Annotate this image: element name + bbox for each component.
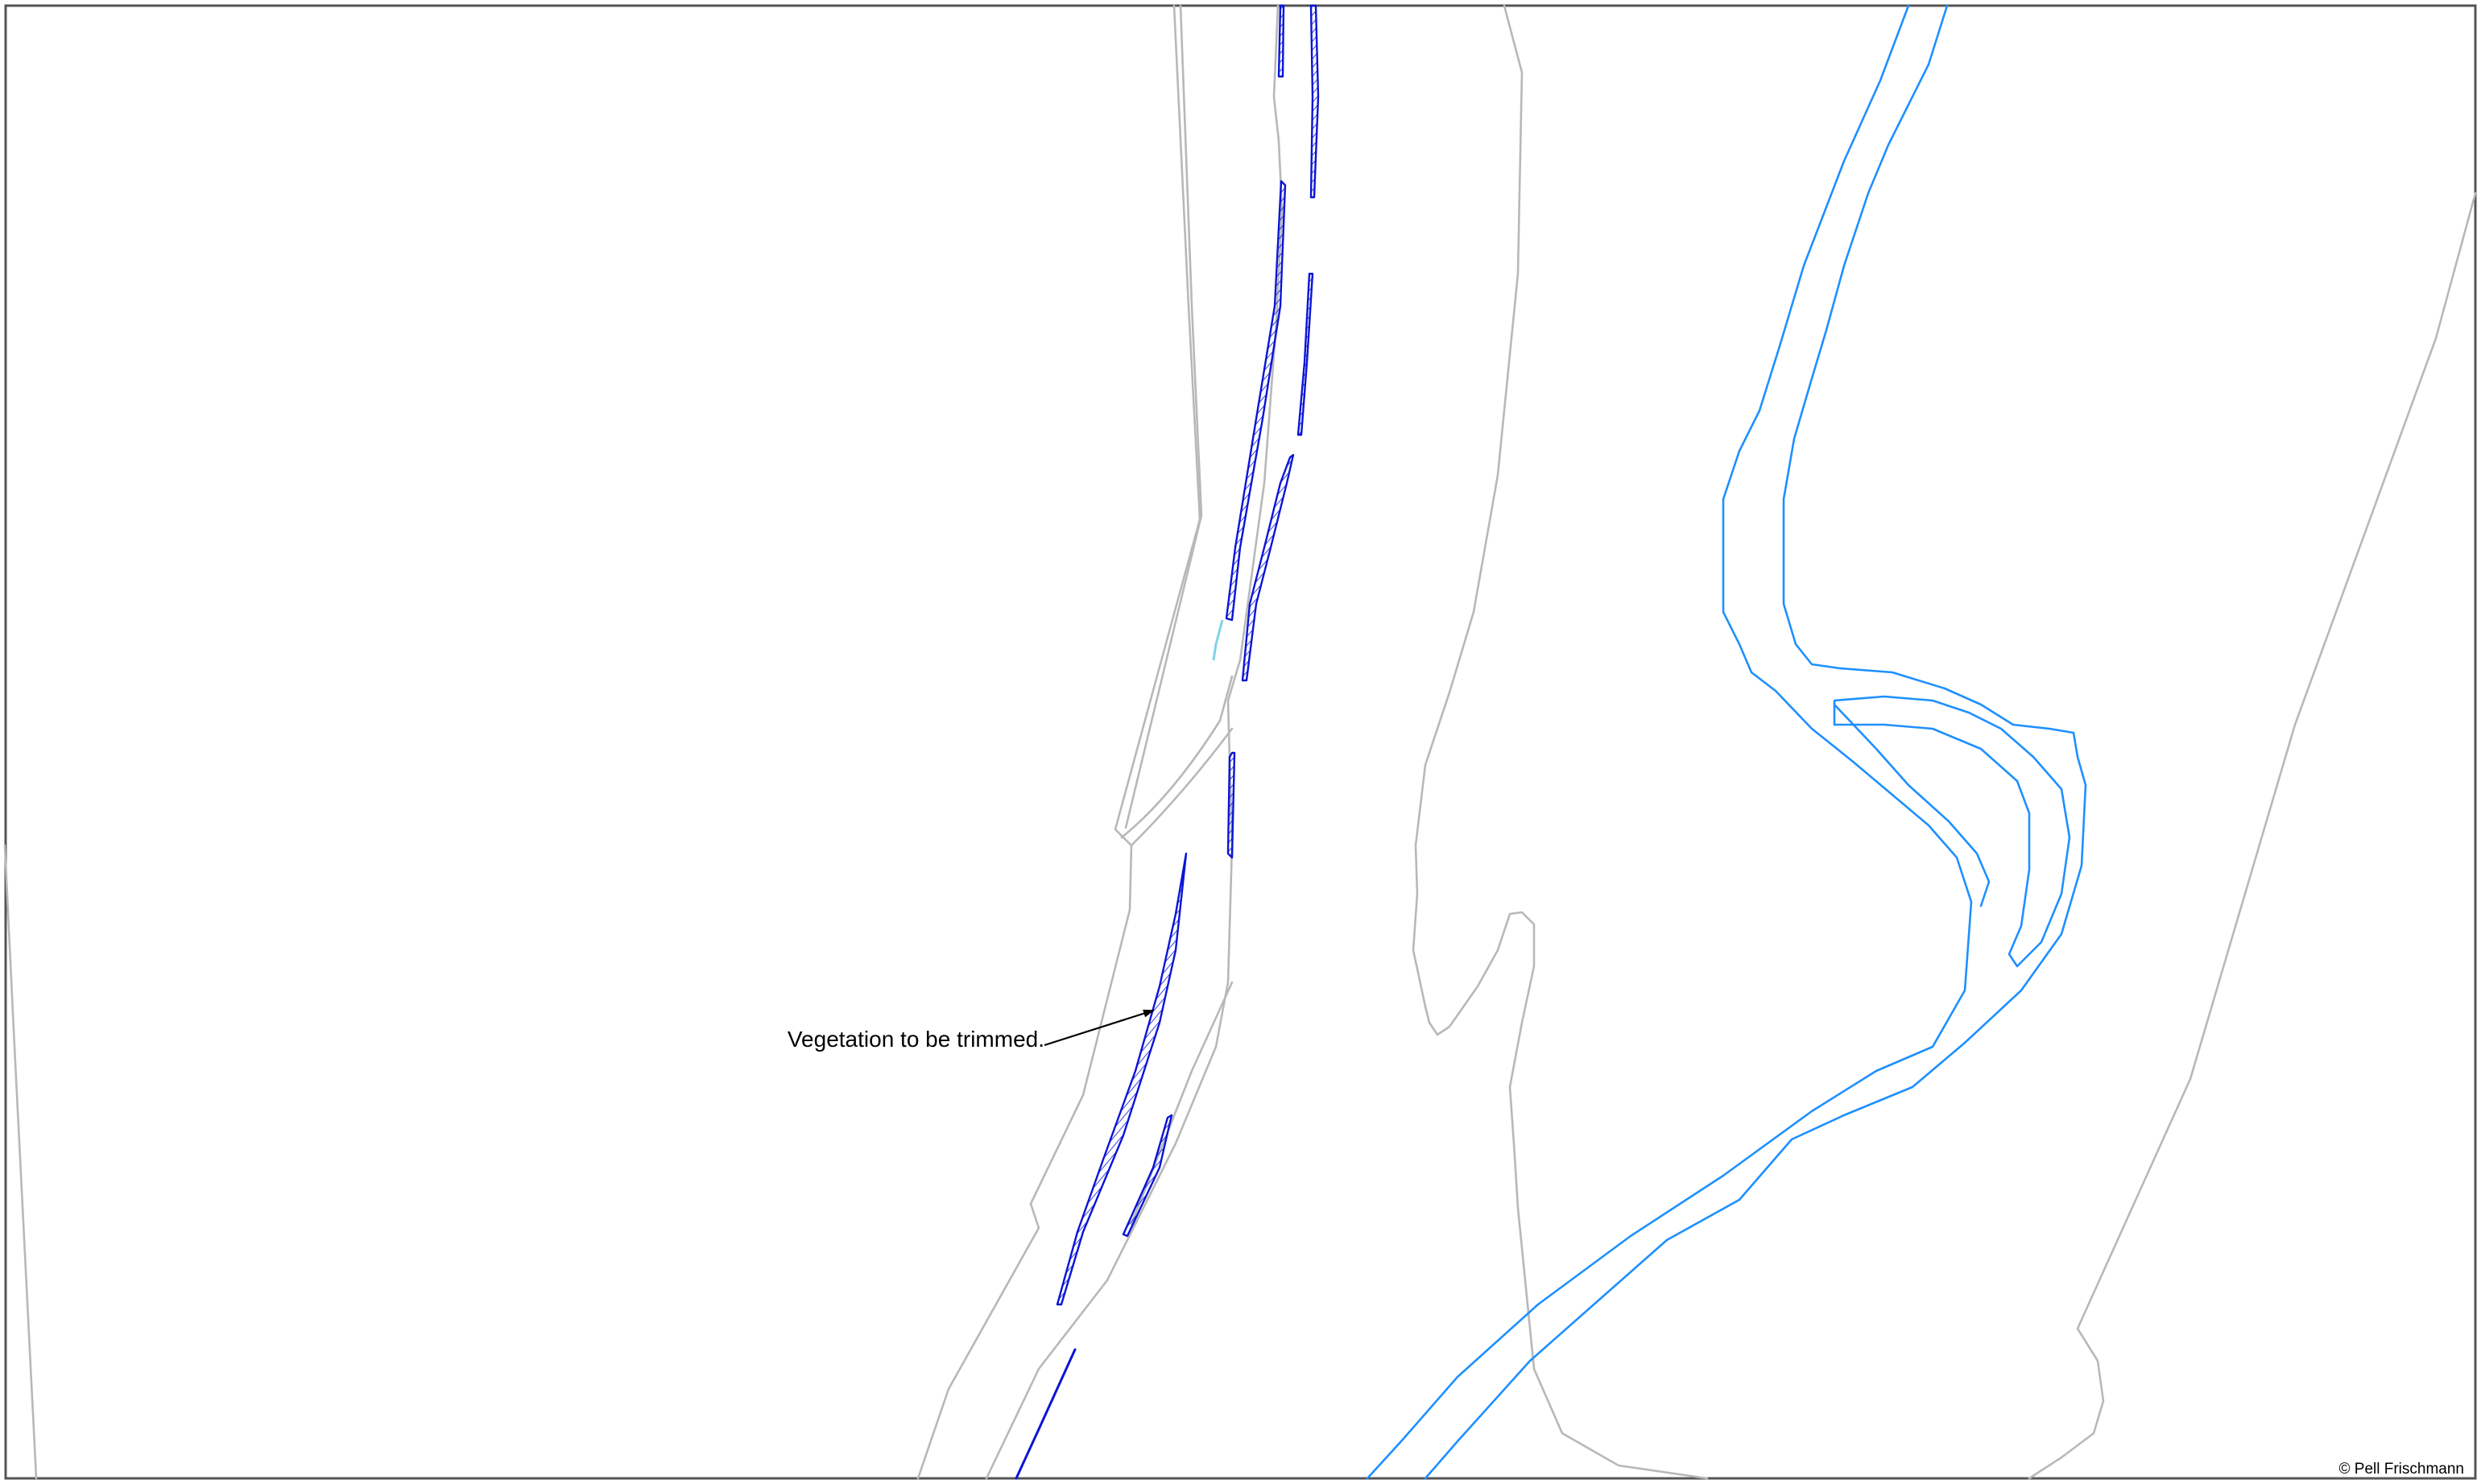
copyright-notice: © Pell Frischmann [2339, 1461, 2465, 1478]
river-island-outer [1833, 695, 2071, 968]
river-bank-east [1424, 4, 2087, 1480]
vegetation-edge-bottom [1015, 1348, 1077, 1480]
road-boundary-outer [916, 4, 1201, 1480]
annotation-label: Vegetation to be trimmed. [788, 1027, 1044, 1052]
vegetation-strip-upper-right [1296, 272, 1314, 436]
vegetation-strip-right-lower [1122, 1114, 1173, 1238]
river-bank-west [1366, 4, 1973, 1480]
vegetation-to-trim-area [1056, 852, 1188, 1306]
vegetation-strip-mid-lower [1226, 751, 1236, 859]
vegetation-strip-highlight [1212, 619, 1224, 661]
drawing-border [4, 4, 2477, 1480]
road-boundary-slip-2 [1130, 727, 1234, 847]
annotation-leader-line [1044, 1009, 1155, 1047]
land-parcel-boundary [1412, 4, 1709, 1480]
left-boundary-line [3, 844, 38, 1480]
vegetation-strip-top [1277, 4, 1285, 78]
road-boundary-slip [1120, 675, 1234, 839]
vegetation-strip-mid [1241, 453, 1295, 682]
right-boundary-line [2028, 192, 2477, 1480]
road-edge-line [1106, 4, 1284, 1282]
vegetation-strip-upper [1225, 180, 1287, 622]
river-island-inner [1833, 703, 1991, 907]
road-edge-lower [985, 1279, 1109, 1480]
vegetation-strip-top-right [1309, 4, 1320, 199]
road-boundary-inner [1124, 4, 1203, 829]
